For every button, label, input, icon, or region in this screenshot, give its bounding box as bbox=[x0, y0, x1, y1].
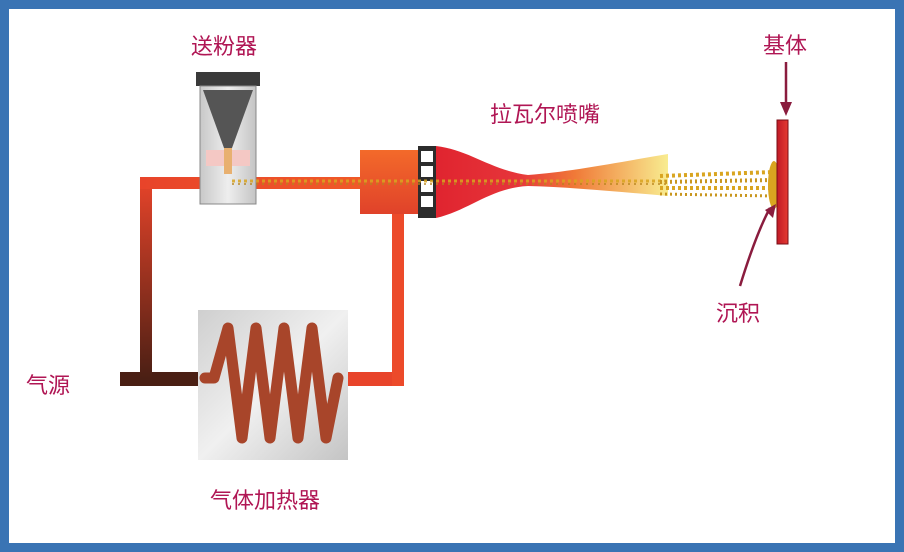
deposition-label: 沉积 bbox=[716, 302, 761, 327]
substrate-label: 基体 bbox=[763, 34, 808, 59]
substrate-arrow bbox=[780, 62, 792, 116]
powder-feeder-label: 送粉器 bbox=[191, 35, 258, 60]
gas-heater-label: 气体加热器 bbox=[210, 489, 321, 514]
powder-feeder bbox=[196, 72, 260, 205]
heater-coil bbox=[199, 322, 344, 444]
gas-pipe-left bbox=[140, 177, 152, 379]
particle-stream bbox=[232, 170, 775, 198]
heater-riser-pipe bbox=[392, 210, 404, 386]
heater-outlet-pipe bbox=[338, 372, 404, 386]
gas-source-label: 气源 bbox=[26, 374, 71, 399]
laval-nozzle-label: 拉瓦尔喷嘴 bbox=[490, 103, 601, 128]
substrate-plate bbox=[776, 119, 789, 245]
deposition-arrow bbox=[738, 204, 776, 287]
